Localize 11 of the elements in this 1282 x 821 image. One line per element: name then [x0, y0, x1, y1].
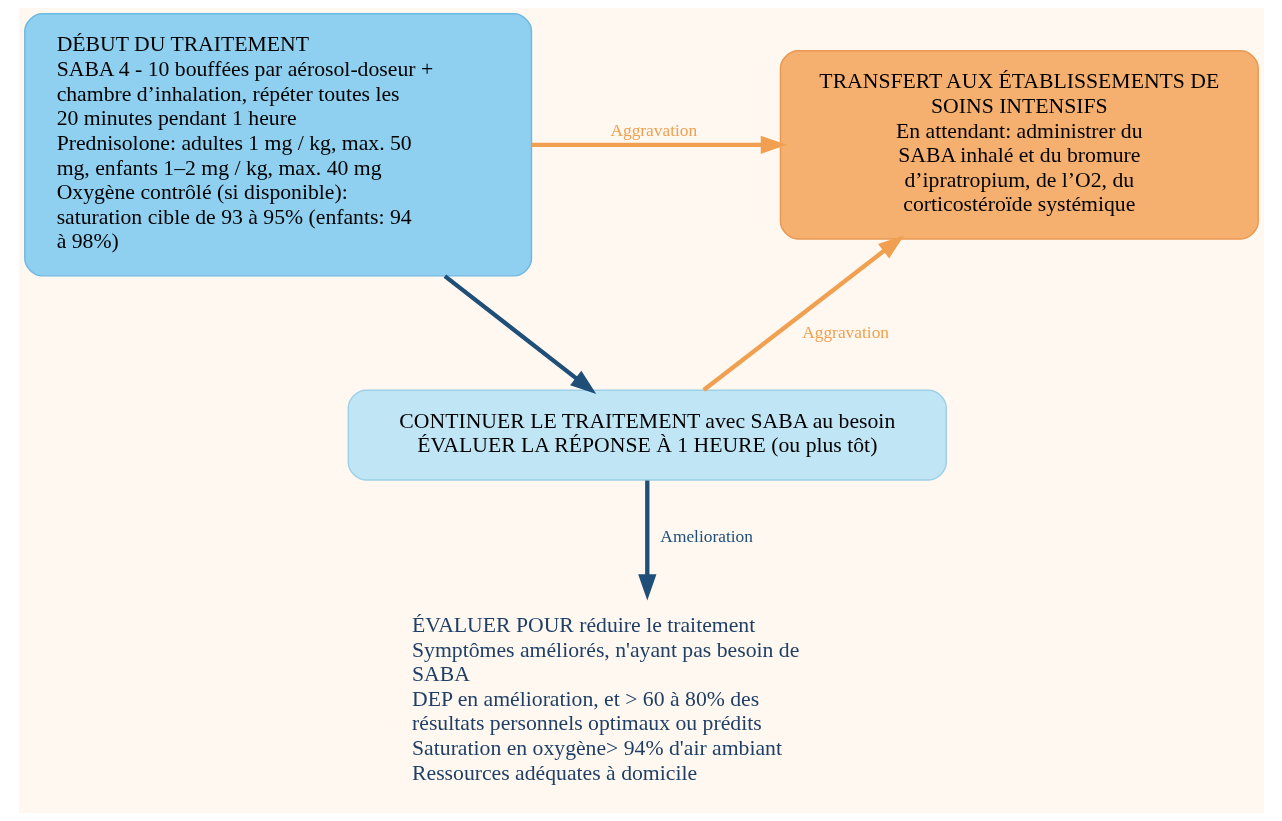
node-box: CONTINUER LE TRAITEMENT avec SABA au besoin ÉVALUER LA RÉPONSE À 1 HEURE (ou plus tôt): [347, 389, 947, 481]
node-box: TRANSFERT AUX ÉTABLISSEMENTS DE SOINS INTENSIFS En attendant: administrer du SABA inhalé et du bromure d’ipratropium, de l’O2, du corticostéroïde systémique: [779, 50, 1259, 240]
arrow: [701, 235, 904, 392]
node-box: DÉBUT DU TRAITEMENT SABA 4 - 10 bouffées par aérosol-doseur + chambre d’inhalation, répéter toutes les 20 minutes pendant 1 heure Prednisolone: adultes 1 mg / kg, max. 50 mg, enfants 1–2 mg / kg, max. 40 mg Oxygène contrôlé (si disponible): saturation cible de 93 à 95% (enfants: 94 à 98%): [23, 13, 532, 277]
edge-label: Aggravation: [609, 120, 697, 140]
arrow: [443, 274, 596, 394]
node-text: ÉVALUER POUR réduire le traitement Symptômes améliorés, n'ayant pas besoin de SABA DEP en amélioration, et > 60 à 80% des résultats personnels optimaux ou prédits Saturation en oxygène> 94% d'air ambiant Ressources adéquates à domicile: [411, 612, 799, 785]
arrow: [531, 135, 787, 154]
arrow: [637, 480, 656, 601]
edge-label: Aggravation: [801, 322, 889, 342]
edge-label: Amelioration: [659, 526, 753, 546]
